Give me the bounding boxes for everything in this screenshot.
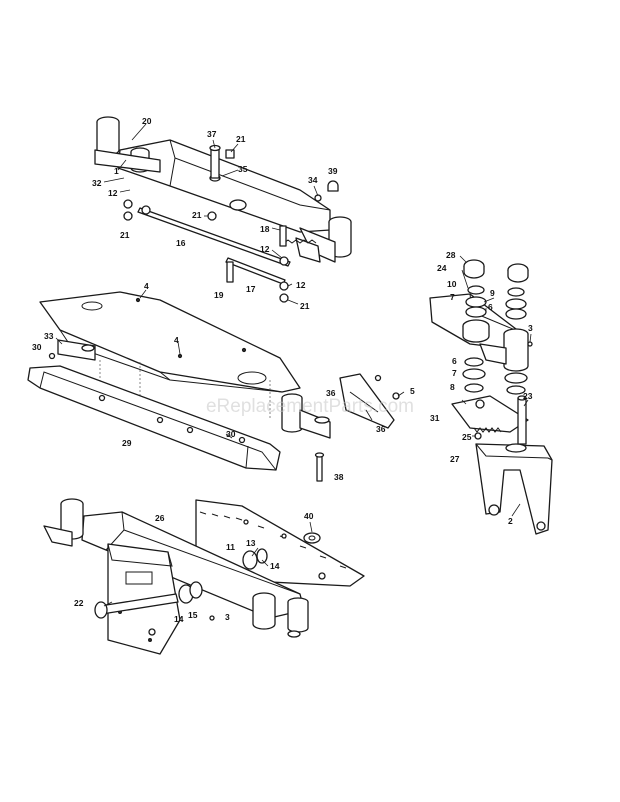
- callout: 14: [270, 561, 280, 571]
- callout: 20: [142, 116, 152, 126]
- callout: 24: [437, 263, 447, 273]
- callout: 30: [32, 342, 42, 352]
- callout: 3: [225, 612, 230, 622]
- callout: 36: [376, 424, 386, 434]
- callout: 28: [446, 250, 456, 260]
- callout: 21: [120, 230, 130, 240]
- frame-and-bumper-assembly: [27, 291, 400, 482]
- callout: 12: [260, 244, 270, 254]
- callout: 19: [214, 290, 224, 300]
- callout: 26: [155, 513, 165, 523]
- callout: 6: [452, 356, 457, 366]
- callout: 23: [523, 391, 533, 401]
- callout: 18: [260, 224, 270, 234]
- callout: 4: [174, 335, 179, 345]
- callout: 1: [114, 166, 119, 176]
- callout-leaders: [55, 123, 532, 607]
- callout: 22: [74, 598, 84, 608]
- callout: 17: [246, 284, 256, 294]
- callout: 3: [528, 323, 533, 333]
- callout: 9: [490, 288, 495, 298]
- callout: 30: [226, 429, 236, 439]
- callout: 11: [226, 542, 235, 552]
- callout: 39: [328, 166, 338, 176]
- callout: 25: [462, 432, 472, 442]
- callout: 32: [92, 178, 102, 188]
- callout: 7: [452, 368, 457, 378]
- rear-axle-assembly: [43, 498, 365, 655]
- callout: 13: [246, 538, 256, 548]
- callout: 36: [326, 388, 336, 398]
- callout: 35: [238, 164, 248, 174]
- callout: 16: [176, 238, 186, 248]
- callout: 29: [122, 438, 132, 448]
- callout: 21: [236, 134, 246, 144]
- callout: 21: [192, 210, 202, 220]
- callout: 6: [488, 302, 493, 312]
- front-axle-assembly: [94, 116, 352, 303]
- callout: 31: [430, 413, 440, 423]
- callout: 15: [188, 610, 198, 620]
- callout: 7: [450, 292, 455, 302]
- callout-labels: 20 1 32 12 21 37 21 35 34 39 21 18 16 12…: [32, 116, 533, 624]
- callout: 21: [300, 301, 310, 311]
- callout: 14: [174, 614, 184, 624]
- callout: 38: [334, 472, 344, 482]
- callout: 8: [450, 382, 455, 392]
- callout: 12: [296, 280, 306, 290]
- callout: 4: [144, 281, 149, 291]
- watermark: eReplacementParts.com: [206, 396, 414, 417]
- callout: 40: [304, 511, 314, 521]
- callout: 10: [447, 279, 457, 289]
- callout: 33: [44, 331, 54, 341]
- spindle-exploded-assembly: [429, 259, 553, 535]
- callout: 2: [508, 516, 513, 526]
- callout: 27: [450, 454, 460, 464]
- callout: 12: [108, 188, 118, 198]
- callout: 34: [308, 175, 318, 185]
- callout: 5: [410, 386, 415, 396]
- callout: 37: [207, 129, 217, 139]
